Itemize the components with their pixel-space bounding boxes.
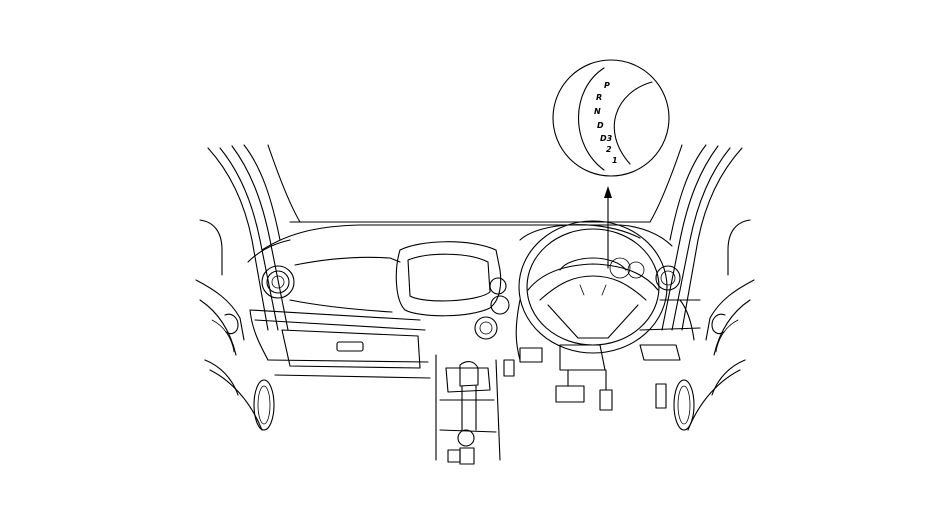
instrument-cluster [519, 224, 645, 279]
left-air-vent [261, 265, 295, 299]
gear-label-n: N [594, 107, 601, 116]
left-pillar [207, 144, 301, 331]
gear-label-r: R [596, 93, 602, 102]
gear-label-2: 2 [606, 145, 612, 154]
glovebox [281, 329, 421, 369]
steering-wheel [518, 220, 668, 354]
gear-label-d3: D3 [600, 134, 613, 143]
left-speaker [253, 379, 275, 431]
right-door [687, 219, 755, 431]
right-speaker [673, 379, 695, 431]
inset-circle [552, 59, 670, 177]
dashboard-top [247, 221, 673, 263]
center-display [395, 241, 502, 317]
callout-arrow [604, 186, 612, 269]
gear-label-d: D [597, 121, 604, 130]
steering-column [515, 299, 681, 371]
pedals [555, 369, 667, 411]
right-air-vent [655, 265, 681, 291]
gear-label-p: P [604, 81, 610, 90]
inset-inner-arc [613, 81, 653, 165]
center-knobs [474, 277, 510, 340]
right-pillar [649, 144, 743, 331]
inset-outer-arc [577, 67, 605, 171]
dashboard-body [249, 256, 701, 379]
center-console [435, 354, 515, 465]
gear-label-1: 1 [612, 156, 618, 165]
left-door [195, 219, 263, 431]
